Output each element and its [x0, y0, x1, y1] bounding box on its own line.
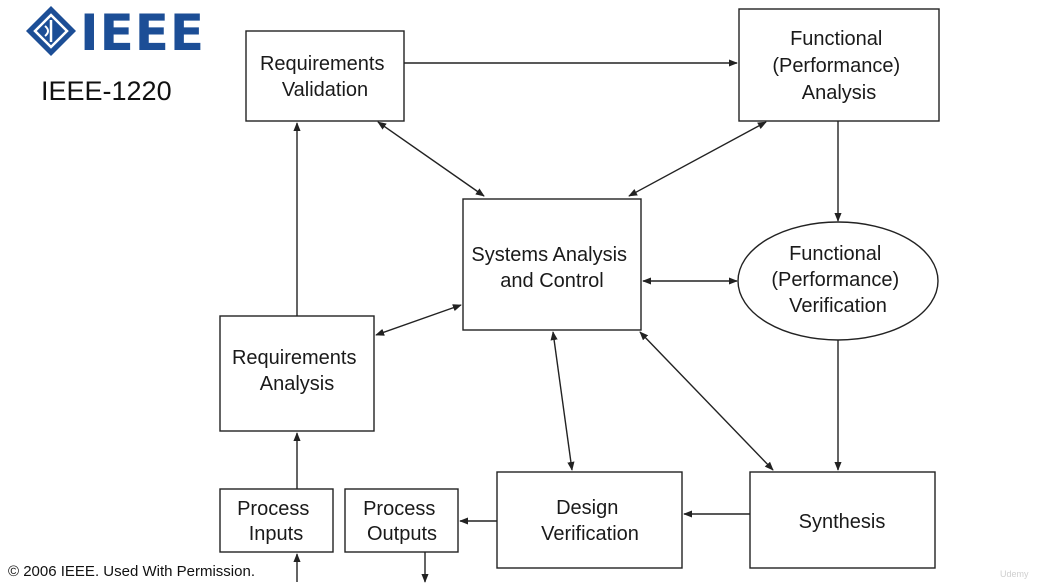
- arrow-systems-synthesis: [639, 331, 774, 471]
- systems-analysis-label: Systems Analysis and Control: [471, 244, 632, 292]
- process-inputs-label: Process Inputs: [237, 498, 315, 545]
- arrow-systems-design-verification: [550, 331, 575, 471]
- ieee-diamond-icon: [26, 6, 76, 56]
- arrow-req-analysis-systems: [375, 304, 462, 336]
- functional-analysis-label: Functional (Performance) Analysis: [772, 28, 905, 104]
- watermark: Udemy: [1000, 569, 1029, 579]
- synthesis-label: Synthesis: [799, 511, 886, 533]
- arrow-validation-systems: [377, 121, 485, 197]
- ieee-logo-text: IEEE: [80, 4, 205, 62]
- requirements-analysis-label: Requirements Analysis: [232, 347, 362, 395]
- arrow-functional-analysis-systems: [628, 121, 767, 197]
- functional-verification-label: Functional (Performance) Verification: [771, 243, 904, 317]
- requirements-analysis-box: [219, 315, 375, 432]
- process-outputs-box: [344, 488, 459, 553]
- synthesis-box: [749, 471, 936, 569]
- functional-analysis-box: [738, 8, 940, 122]
- standard-title: IEEE-1220: [41, 76, 172, 106]
- process-outputs-label: Process Outputs: [363, 498, 441, 545]
- design-verification-box: [496, 471, 683, 569]
- systems-analysis-box: [462, 198, 642, 331]
- design-verification-label: Design Verification: [541, 497, 639, 545]
- process-inputs-box: [219, 488, 334, 553]
- copyright-notice: © 2006 IEEE. Used With Permission.: [8, 563, 255, 580]
- ieee-logo: IEEE: [26, 4, 205, 62]
- requirements-validation-box: [245, 30, 405, 122]
- requirements-validation-label: Requirements Validation: [260, 53, 390, 101]
- connectors: [293, 59, 842, 583]
